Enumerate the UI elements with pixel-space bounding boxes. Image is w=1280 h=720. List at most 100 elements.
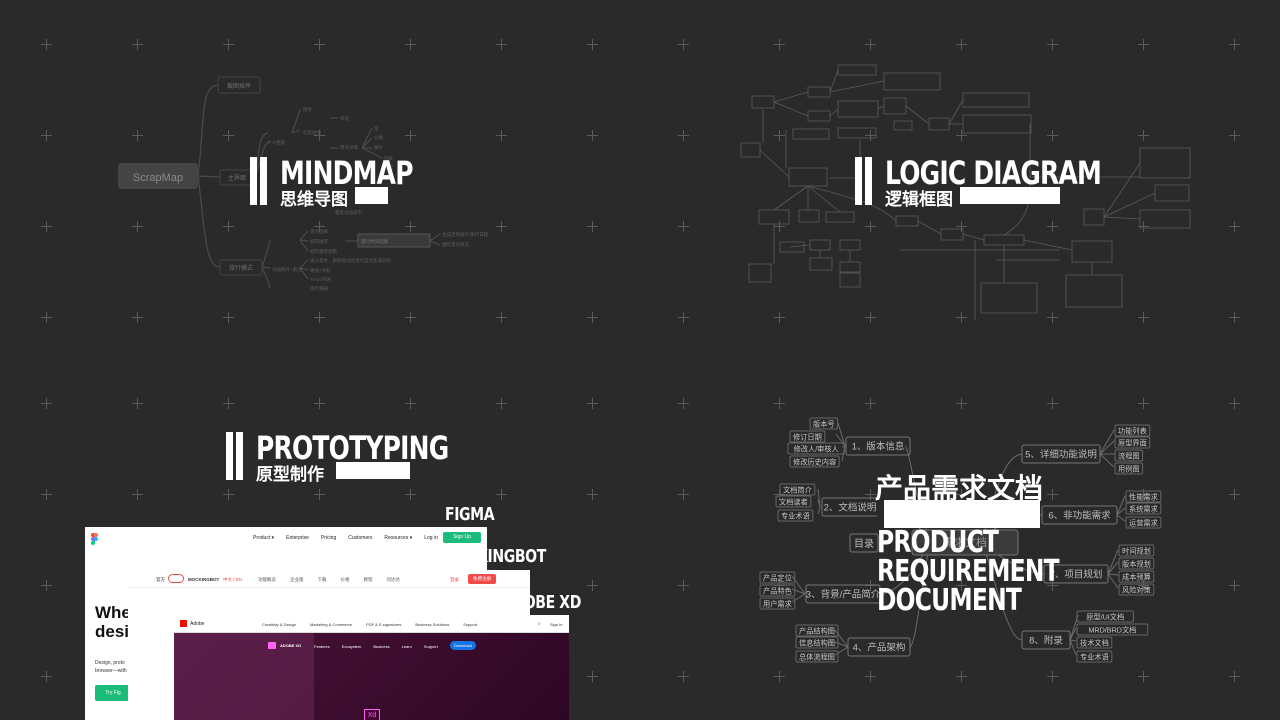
grid-crosshair (956, 671, 967, 682)
prd-item-box (759, 571, 796, 584)
svg-text:路线+导航: 路线+导航 (310, 267, 331, 274)
prd-item-label: 专业术语 (1080, 653, 1109, 662)
prd-item-box (787, 442, 845, 455)
figma-nav-enterprise[interactable]: Enterprise (286, 535, 309, 541)
prd-item-box (809, 417, 839, 430)
grid-crosshair (956, 489, 967, 500)
prd-item-label: 产品定位 (763, 574, 792, 583)
grid-crosshair (223, 39, 234, 50)
svg-text:添加照片+备注: 添加照片+备注 (272, 266, 302, 273)
adobe-nav-support[interactable]: Support (463, 622, 478, 627)
svg-text:推荐景点目前: 推荐景点目前 (442, 241, 469, 248)
prd-item-label: 技术文档 (1080, 639, 1109, 648)
mindmap-title-en: MINDMAP (280, 154, 414, 192)
figma-nav-pricing[interactable]: Pricing (320, 535, 337, 541)
prd-item-box (1125, 490, 1162, 503)
prd-section-label: 4、产品架构 (853, 642, 906, 654)
figma-nav-customers[interactable]: Customers (348, 535, 373, 541)
figma-nav: Product ▾ Enterprise Pricing Customers R… (253, 535, 438, 541)
adobe-xd-window: Adobe Creativity & Design Marketing & Co… (174, 615, 569, 720)
prd-title: 产品需求文档 PRODUCT REQUIREMENT DOCUMENT (875, 467, 1060, 617)
grid-crosshair (587, 312, 598, 323)
mockingbot-nav-tutorial[interactable]: 教程 (363, 577, 373, 582)
grid-crosshair (678, 312, 689, 323)
prd-section-box (845, 436, 911, 456)
figma-try-button[interactable]: Try Fig (95, 685, 131, 701)
grid-crosshair (1229, 39, 1240, 50)
figma-signup-button[interactable]: Sign Up (443, 532, 481, 543)
grid-crosshair (223, 130, 234, 141)
grid-crosshair (41, 221, 52, 232)
prd-item-label: 风险对策 (1122, 586, 1151, 595)
prd-item-box (1118, 557, 1155, 570)
grid-crosshair (223, 398, 234, 409)
svg-text:个人相册: 个人相册 (267, 139, 285, 146)
grid-crosshair (1047, 221, 1058, 232)
prd-section-box (1041, 505, 1118, 525)
grid-crosshair (41, 671, 52, 682)
grid-crosshair (41, 312, 52, 323)
prd-item-box (759, 584, 796, 597)
prd-item-label: 修改人/审核人 (794, 445, 839, 454)
mockingbot-nav-price[interactable]: 价格 (340, 577, 350, 582)
svg-text:城市推荐: 城市推荐 (310, 238, 328, 245)
grid-crosshair (314, 398, 325, 409)
mockingbot-login[interactable]: 登录 (450, 577, 459, 582)
figma-nav-login[interactable]: Log in (424, 535, 438, 541)
grid-crosshair (956, 398, 967, 409)
prd-item-label: 原型界面 (1118, 439, 1147, 448)
grid-crosshair (587, 130, 598, 141)
mockingbot-nav-qa[interactable]: 问达达 (386, 577, 401, 582)
adobe-signin[interactable]: Sign In (550, 622, 563, 627)
figma-nav-resources[interactable]: Resources ▾ (384, 535, 413, 541)
svg-text:旅行相册: 旅行相册 (310, 285, 328, 292)
prd-item-label: 修订日期 (793, 433, 822, 442)
prd-item-box (1118, 583, 1155, 596)
adobe-download-button[interactable]: Download (450, 641, 476, 650)
prd-item-box (1076, 623, 1149, 636)
grid-crosshair (956, 312, 967, 323)
grid-crosshair (405, 398, 416, 409)
logic-diagram (740, 64, 1191, 320)
mockingbot-register-button[interactable]: 免费注册 (468, 574, 496, 584)
figma-nav-product[interactable]: Product ▾ (253, 535, 275, 541)
prd-item-label: 文档简介 (783, 486, 813, 495)
prd-item-box (1125, 516, 1162, 529)
prd-item-box (779, 483, 816, 496)
search-icon[interactable]: ⌕ (538, 621, 541, 627)
grid-crosshair (956, 130, 967, 141)
grid-crosshair (956, 221, 967, 232)
mockingbot-nav-enterprise[interactable]: 企业版 (290, 577, 304, 582)
adobe-nav-marketing[interactable]: Marketing & Commerce (310, 622, 353, 627)
figma-hero-sub: Design, proto browser—with (95, 660, 127, 674)
svg-text:旅行时间选择: 旅行时间选择 (361, 238, 388, 245)
grid-crosshair (1229, 221, 1240, 232)
grid-crosshair (587, 39, 598, 50)
svg-text:标签拍照: 标签拍照 (303, 129, 321, 136)
prd-item-box (1118, 544, 1155, 557)
svg-text:景点详情: 景点详情 (340, 144, 358, 151)
adobe-nav-pdf[interactable]: PDF & E-signatures (366, 622, 402, 627)
svg-text:分类: 分类 (374, 134, 383, 141)
prd-item-label: 产品特色 (763, 587, 792, 596)
adobe-nav-business[interactable]: Business Solutions (415, 622, 450, 627)
mockingbot-lang[interactable]: 中文 / EN (223, 577, 243, 582)
grid-crosshair (1047, 130, 1058, 141)
logic-title: LOGIC DIAGRAM 逻辑框图 (855, 154, 1102, 210)
figma-label: FIGMA (445, 504, 495, 525)
grid-crosshair (1138, 489, 1149, 500)
prd-item-box (1118, 570, 1155, 583)
grid-crosshair (496, 312, 507, 323)
mockingbot-nav-features[interactable]: 功能概览 (258, 577, 276, 582)
prd-item-label: 时间规划 (1122, 547, 1151, 556)
adobe-xd-subnav: Features Ecosystem Business Learn Suppor… (314, 644, 438, 649)
prd-item-box (1125, 502, 1162, 515)
prd-item-box (1114, 424, 1151, 437)
svg-text:进入景色，跟踪经过的地点自动生成日程: 进入景色，跟踪经过的地点自动生成日程 (310, 257, 391, 264)
mockingbot-nav-download[interactable]: 下载 (317, 577, 327, 582)
prd-item-box (795, 624, 839, 637)
grid-crosshair (587, 398, 598, 409)
adobe-nav-creativity[interactable]: Creativity & Design (262, 622, 297, 627)
prd-item-label: 系统需求 (1129, 505, 1158, 514)
